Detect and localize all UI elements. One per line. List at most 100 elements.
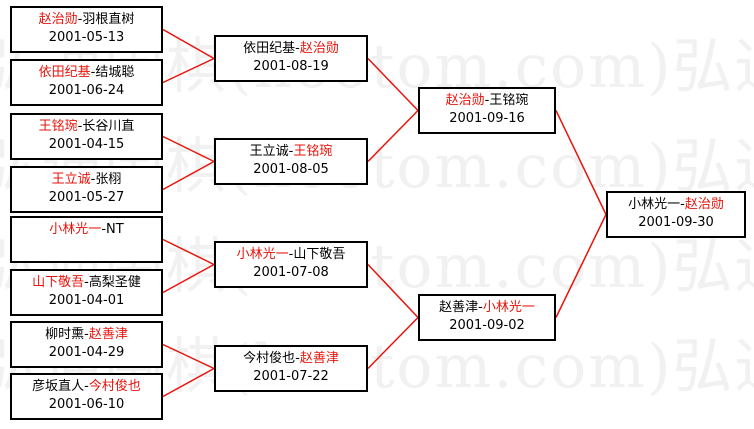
match-players: 小林光一-赵治勋 <box>608 196 744 214</box>
player-separator: - <box>77 119 83 134</box>
connector-line <box>162 135 215 163</box>
match-players: 小林光一-NT <box>12 221 161 239</box>
match-date: 2001-07-08 <box>253 265 329 280</box>
match-date: 2001-09-30 <box>638 215 714 230</box>
player-separator: - <box>478 300 483 315</box>
player-1-name: 王铭琬 <box>38 119 78 134</box>
match-date: 2001-05-13 <box>48 30 125 45</box>
match-players: 彦坂直人-今村俊也 <box>12 378 161 396</box>
player-separator: - <box>90 172 96 187</box>
match-date: 2001-08-05 <box>253 162 329 177</box>
player-separator: - <box>288 144 294 159</box>
match-date: 2001-04-01 <box>48 293 125 308</box>
match-players: 依田纪基-结城聪 <box>12 64 161 82</box>
match-date: 2001-06-24 <box>48 83 125 98</box>
player-separator: - <box>484 93 490 108</box>
player-1-name: 赵善津 <box>439 300 479 315</box>
match-players: 今村俊也-赵善津 <box>216 350 366 368</box>
player-2-name: 赵治勋 <box>684 197 724 212</box>
player-1-name: 小林光一 <box>628 197 681 212</box>
player-2-name: 王铭琬 <box>489 93 529 108</box>
match-players: 王立诚-王铭琬 <box>216 143 366 161</box>
match-date: 2001-04-29 <box>48 345 125 360</box>
connector-line <box>162 160 215 191</box>
connector-line <box>162 57 215 84</box>
connector-line <box>162 238 215 266</box>
match-round1-5: 小林光一-NT <box>10 216 163 263</box>
player-separator: - <box>77 12 83 27</box>
player-separator: - <box>295 41 300 56</box>
match-players: 王立诚-张栩 <box>12 171 161 189</box>
connector-line <box>162 263 215 294</box>
connector-line <box>555 110 607 215</box>
player-2-name: 赵善津 <box>88 327 128 342</box>
player-2-name: 山下敬吾 <box>293 247 346 262</box>
player-1-name: 王立诚 <box>249 144 289 159</box>
player-2-name: 结城聪 <box>95 65 135 80</box>
player-2-name: 王铭琬 <box>293 144 333 159</box>
player-1-name: 小林光一 <box>49 222 102 237</box>
connector-line <box>367 57 419 112</box>
match-players: 王铭琬-长谷川直 <box>12 118 161 136</box>
connector-line <box>162 367 215 398</box>
connector-line <box>162 28 215 60</box>
match-date: 2001-04-15 <box>48 137 125 152</box>
player-2-name: 赵善津 <box>299 351 339 366</box>
match-players: 赵治勋-羽根直树 <box>12 11 161 29</box>
player-separator: - <box>295 351 300 366</box>
player-1-name: 小林光一 <box>236 247 289 262</box>
match-players: 赵治勋-王铭琬 <box>420 92 554 110</box>
player-2-name: 张栩 <box>95 172 122 187</box>
player-1-name: 柳时熏 <box>45 327 85 342</box>
player-separator: - <box>288 247 294 262</box>
player-1-name: 今村俊也 <box>243 351 296 366</box>
player-2-name: 羽根直树 <box>82 12 135 27</box>
match-players: 依田纪基-赵治勋 <box>216 40 366 58</box>
player-separator: - <box>84 379 89 394</box>
match-players: 赵善津-小林光一 <box>420 299 554 317</box>
connector-line <box>555 214 607 318</box>
player-1-name: 王立诚 <box>51 172 91 187</box>
match-date: 2001-07-22 <box>253 369 329 384</box>
player-1-name: 依田纪基 <box>243 41 296 56</box>
match-date: 2001-09-16 <box>449 111 525 126</box>
match-players: 柳时熏-赵善津 <box>12 326 161 344</box>
player-1-name: 赵治勋 <box>38 12 78 27</box>
player-1-name: 彦坂直人 <box>32 379 85 394</box>
match-players: 山下敬吾-高梨圣健 <box>12 274 161 292</box>
player-separator: - <box>680 197 685 212</box>
player-2-name: NT <box>106 222 124 237</box>
player-2-name: 小林光一 <box>482 300 535 315</box>
match-players: 小林光一-山下敬吾 <box>216 246 366 264</box>
match-date: 2001-06-10 <box>48 397 125 412</box>
player-2-name: 长谷川直 <box>82 119 135 134</box>
player-1-name: 赵治勋 <box>445 93 485 108</box>
player-separator: - <box>84 275 89 290</box>
player-1-name: 依田纪基 <box>38 65 91 80</box>
connector-line <box>367 316 419 370</box>
player-separator: - <box>101 222 107 237</box>
match-date: 2001-08-19 <box>253 59 329 74</box>
connector-line <box>367 109 419 163</box>
player-separator: - <box>90 65 96 80</box>
player-2-name: 高梨圣健 <box>88 275 141 290</box>
player-1-name: 山下敬吾 <box>32 275 85 290</box>
connector-line <box>367 263 419 319</box>
connector-line <box>162 343 215 370</box>
player-2-name: 赵治勋 <box>299 41 339 56</box>
